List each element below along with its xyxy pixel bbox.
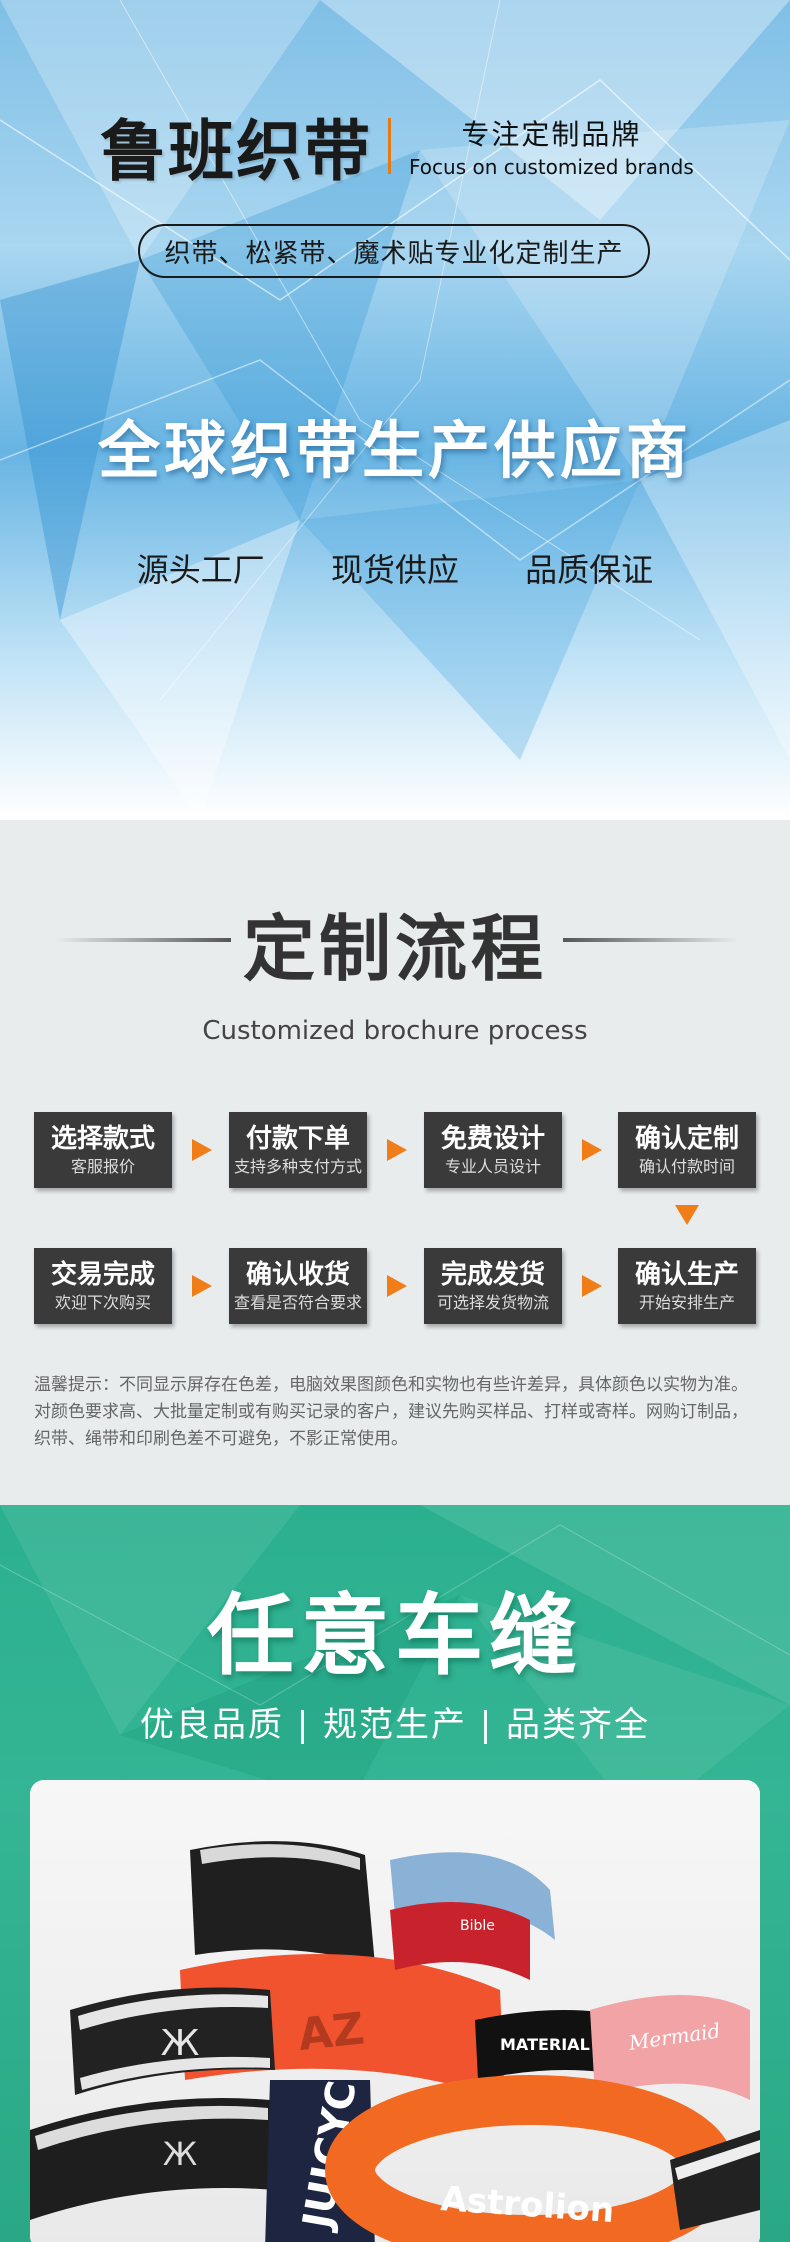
arrow-right-icon [582, 1139, 602, 1161]
sewing-section: 任意车缝 优良品质 | 规范生产 | 品类齐全 AZ Bible [0, 1505, 790, 2242]
step-label: 选择款式 [50, 1124, 155, 1154]
product-photo: AZ Bible Ж Ж JUICYC MATERIAL WIDE Mermai… [30, 1780, 760, 2242]
brand-slogan: 专注定制品牌 Focus on customized brands [409, 113, 694, 179]
step-sublabel: 可选择发货物流 [436, 1293, 549, 1312]
step-label: 确认定制 [634, 1124, 739, 1154]
hero-banner: 鲁班织带 专注定制品牌 Focus on customized brands 织… [0, 0, 790, 820]
step-sublabel: 支持多种支付方式 [233, 1157, 362, 1176]
arrow-right-icon [582, 1275, 602, 1297]
service-pill: 织带、松紧带、魔术贴专业化定制生产 [138, 224, 650, 278]
band-print-bible: Bible [460, 1918, 495, 1934]
step-free-design: 免费设计 专业人员设计 [424, 1112, 562, 1188]
arrow-right-icon [192, 1139, 212, 1161]
elastic-bands-illustration: AZ Bible Ж Ж JUICYC MATERIAL WIDE Mermai… [30, 1780, 760, 2242]
step-label: 免费设计 [440, 1124, 545, 1154]
green-background-polygons [0, 1505, 790, 1825]
arrow-right-icon [387, 1139, 407, 1161]
brand-slogan-cn: 专注定制品牌 [461, 118, 642, 151]
step-label: 付款下单 [245, 1124, 350, 1154]
step-label: 交易完成 [50, 1260, 155, 1290]
process-title: 定制流程 [242, 907, 547, 991]
arrow-right-icon [192, 1275, 212, 1297]
step-sublabel: 欢迎下次购买 [54, 1293, 151, 1312]
sewing-subtitle: 优良品质 | 规范生产 | 品类齐全 [139, 1705, 651, 1745]
arrow-right-icon [387, 1275, 407, 1297]
step-sublabel: 开始安排生产 [638, 1293, 735, 1312]
step-place-order: 付款下单 支持多种支付方式 [229, 1112, 367, 1188]
step-confirm-custom: 确认定制 确认付款时间 [618, 1112, 756, 1188]
step-sublabel: 客服报价 [70, 1157, 135, 1176]
process-subtitle: Customized brochure process [202, 1016, 588, 1046]
band-emblem-icon: Ж [161, 2023, 200, 2064]
step-sublabel: 查看是否符合要求 [233, 1293, 362, 1312]
band-emblem-icon: Ж [163, 2135, 197, 2173]
step-label: 完成发货 [440, 1260, 545, 1290]
title-line-right [563, 938, 738, 942]
step-label: 确认生产 [634, 1260, 739, 1290]
step-complete: 交易完成 欢迎下次购买 [34, 1248, 172, 1324]
step-sublabel: 确认付款时间 [638, 1157, 735, 1176]
feature-in-stock: 现货供应 [330, 551, 459, 589]
band-print-az: AZ [296, 2003, 367, 2061]
arrow-down-icon [675, 1205, 699, 1225]
step-label: 确认收货 [245, 1260, 350, 1290]
feature-source-factory: 源头工厂 [136, 551, 265, 589]
step-confirm-production: 确认生产 开始安排生产 [618, 1248, 756, 1324]
step-confirm-receipt: 确认收货 查看是否符合要求 [229, 1248, 367, 1324]
color-notice: 温馨提示：不同显示屏存在色差，电脑效果图颜色和实物也有些许差异，具体颜色以实物为… [34, 1375, 748, 1449]
process-section: 定制流程 Customized brochure process 选择款式 客服… [0, 820, 790, 1505]
step-sublabel: 专业人员设计 [444, 1157, 541, 1176]
sewing-title: 任意车缝 [206, 1584, 583, 1687]
feature-quality: 品质保证 [525, 551, 654, 589]
hero-features: 源头工厂 现货供应 品质保证 [0, 545, 790, 591]
title-line-left [56, 938, 231, 942]
hero-title: 全球织带生产供应商 [97, 414, 692, 487]
step-select-style: 选择款式 客服报价 [34, 1112, 172, 1188]
hero-background-polygons [0, 0, 790, 820]
brand-header: 鲁班织带 专注定制品牌 Focus on customized brands [100, 98, 694, 194]
step-ship: 完成发货 可选择发货物流 [424, 1248, 562, 1324]
brand-slogan-en: Focus on customized brands [409, 155, 694, 179]
brand-name: 鲁班织带 [100, 113, 372, 190]
brand-divider [388, 118, 391, 174]
